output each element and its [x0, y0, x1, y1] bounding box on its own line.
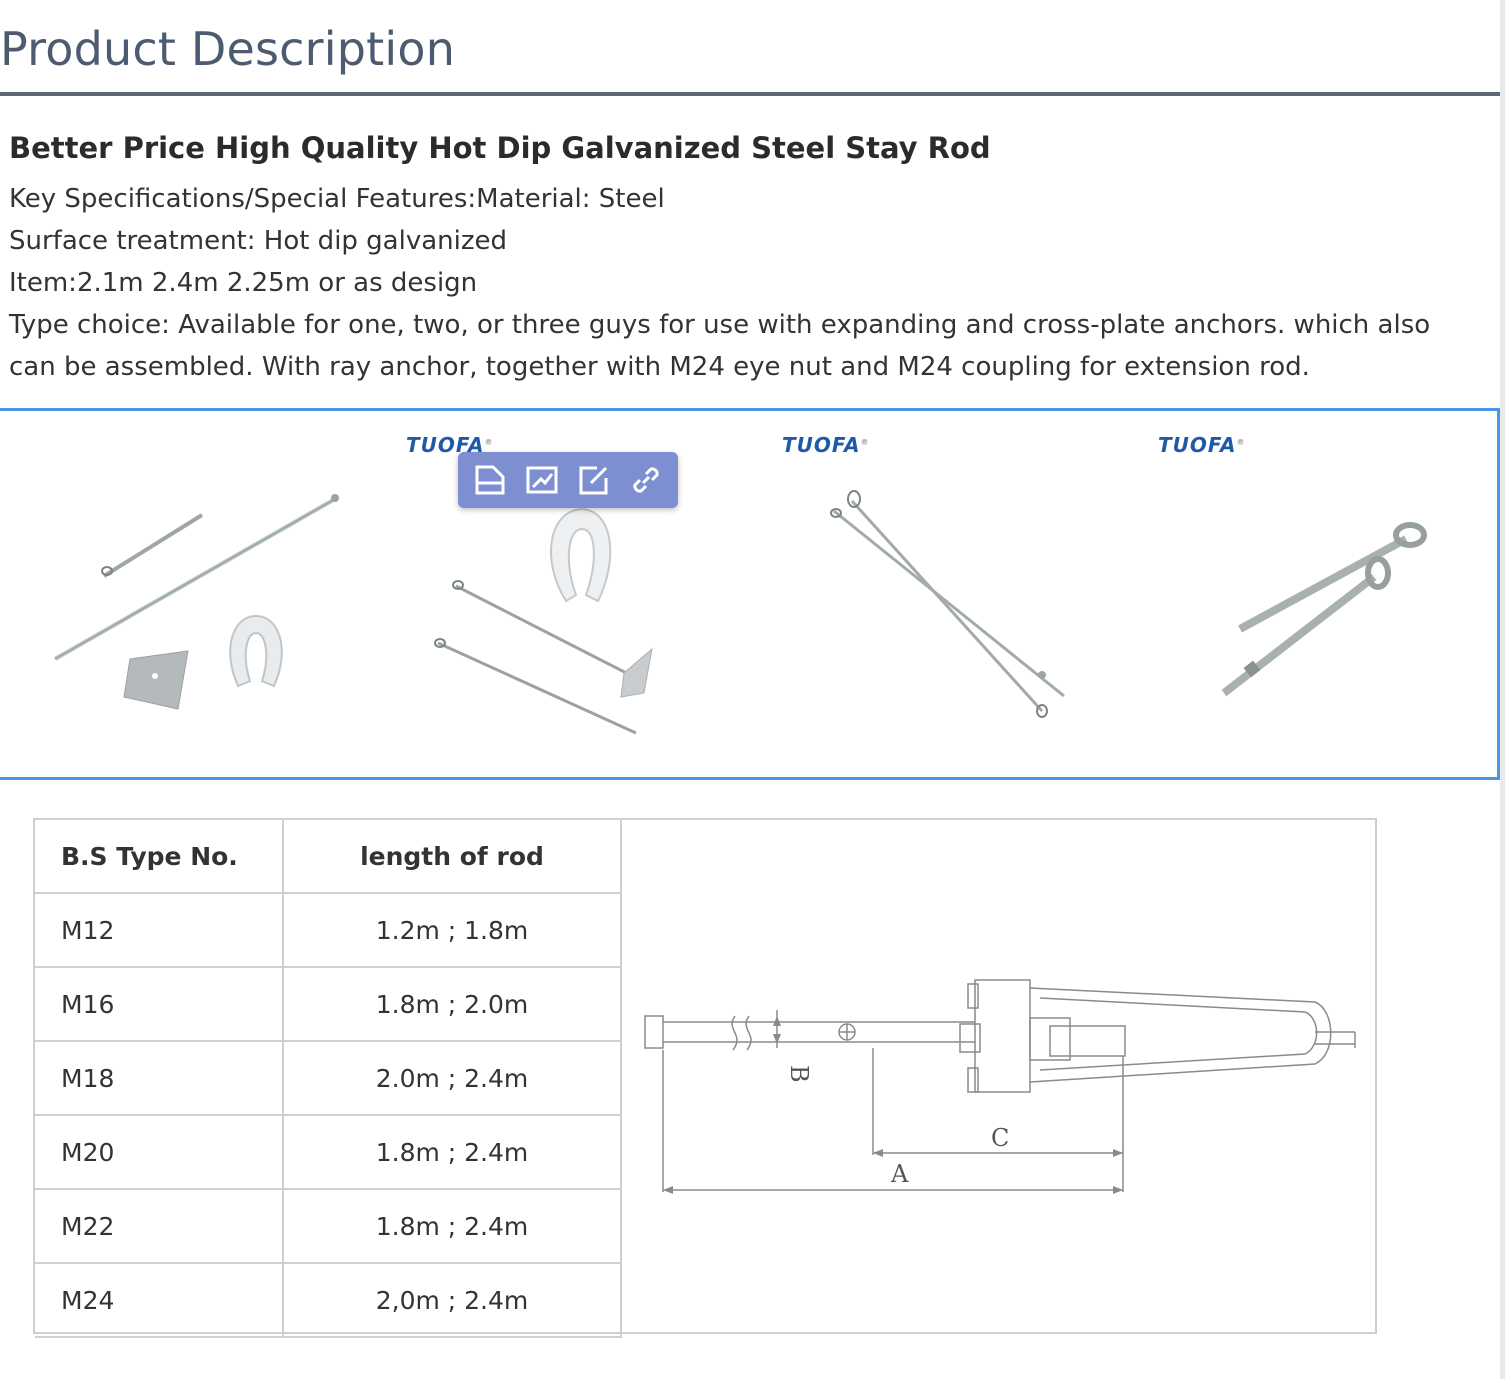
cell-type: M16 [35, 966, 284, 1042]
cell-length: 1.8m ; 2.0m [282, 966, 622, 1042]
product-title: Better Price High Quality Hot Dip Galvan… [9, 131, 991, 165]
brand-logo: TUOFA® [782, 433, 870, 457]
image-toolbar[interactable] [458, 452, 678, 508]
cell-type: M18 [35, 1040, 284, 1116]
header-type: B.S Type No. [35, 820, 284, 894]
image-edit-icon[interactable] [520, 458, 564, 502]
cell-type: M22 [35, 1188, 284, 1264]
table-row: M20 1.8m ; 2.4m [35, 1114, 622, 1190]
link-icon[interactable] [624, 458, 668, 502]
page-title: Product Description [0, 22, 456, 76]
cell-length: 1.8m ; 2.4m [282, 1188, 622, 1264]
spec-line-surface: Surface treatment: Hot dip galvanized [9, 226, 508, 256]
product-image-gallery[interactable]: TUOFA® TUOFA® TUOFA® [0, 408, 1500, 780]
cell-length: 2,0m ; 2.4m [282, 1262, 622, 1338]
dimension-label-b: B [785, 1065, 813, 1083]
product-image-4[interactable]: TUOFA® [1128, 411, 1504, 777]
dimension-label-c: C [991, 1124, 1009, 1152]
eye-bolt-pair-image [1221, 522, 1427, 697]
stay-rod-technical-drawing: A B C [644, 979, 1356, 1194]
cell-length: 1.2m ; 1.8m [282, 892, 622, 968]
product-image-3[interactable]: TUOFA® [752, 411, 1128, 777]
title-divider [0, 92, 1500, 96]
spec-line-item: Item:2.1m 2.4m 2.25m or as design [9, 268, 478, 298]
spec-table-image: B.S Type No. length of rod M12 1.2m ; 1.… [33, 818, 1377, 1338]
table-row: M22 1.8m ; 2.4m [35, 1188, 622, 1264]
spec-table: B.S Type No. length of rod M12 1.2m ; 1.… [35, 820, 622, 1338]
brand-logo: TUOFA® [1158, 433, 1246, 457]
header-length: length of rod [282, 820, 622, 894]
cell-type: M12 [35, 892, 284, 968]
edit-icon[interactable] [572, 458, 616, 502]
table-row: M16 1.8m ; 2.0m [35, 966, 622, 1042]
table-row: M24 2,0m ; 2.4m [35, 1262, 622, 1338]
stay-rod-kit-image [54, 494, 339, 710]
cell-type: M20 [35, 1114, 284, 1190]
table-row: M18 2.0m ; 2.4m [35, 1040, 622, 1116]
cell-length: 1.8m ; 2.4m [282, 1114, 622, 1190]
table-row: M12 1.2m ; 1.8m [35, 892, 622, 968]
scrollbar-track[interactable] [1500, 0, 1505, 1379]
cell-length: 2.0m ; 2.4m [282, 1040, 622, 1116]
product-description: Better Price High Quality Hot Dip Galvan… [9, 128, 1479, 388]
table-header-row: B.S Type No. length of rod [35, 820, 622, 894]
spec-line-material: Key Specifications/Special Features:Mate… [9, 184, 665, 214]
spec-line-type: Type choice: Available for one, two, or … [9, 310, 1431, 382]
eye-rod-pair-image [830, 490, 1065, 718]
dimension-label-a: A [890, 1160, 909, 1188]
stay-rod-pair-image [434, 507, 653, 735]
file-icon[interactable] [468, 458, 512, 502]
product-image-1[interactable] [0, 411, 376, 777]
cell-type: M24 [35, 1262, 284, 1338]
